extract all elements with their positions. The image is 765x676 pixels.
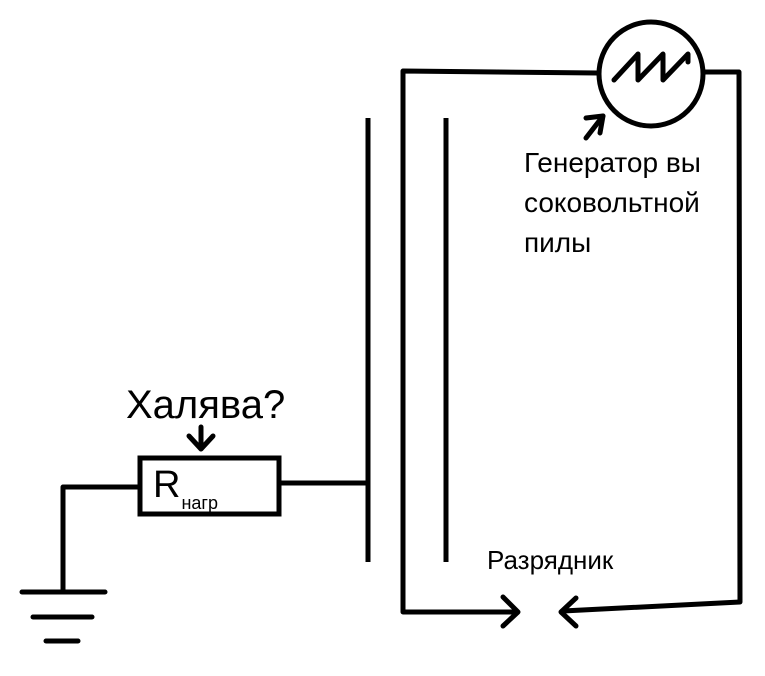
spark-gap-left-electrode bbox=[500, 594, 521, 629]
generator-arrow bbox=[583, 113, 606, 141]
generator-caption-line-1: Генератор вы bbox=[524, 147, 701, 178]
generator-caption: Генератор вы соковольтной пилы bbox=[524, 143, 701, 263]
generator-left-wire bbox=[400, 68, 601, 593]
sawtooth-icon bbox=[611, 51, 691, 83]
resistor-label: Rнагр bbox=[153, 466, 218, 512]
generator-caption-line-2: соковольтной bbox=[524, 187, 700, 218]
generator-circle bbox=[596, 19, 706, 129]
spark-gap-right-electrode bbox=[558, 595, 579, 629]
freebie-label: Халява? bbox=[126, 383, 286, 427]
ground-wire bbox=[60, 484, 143, 593]
sawtooth-generator bbox=[596, 19, 706, 129]
freebie-arrow bbox=[186, 424, 216, 452]
generator-caption-line-3: пилы bbox=[524, 227, 592, 258]
ground-symbol bbox=[19, 484, 143, 644]
resistor-label-subscript: нагр bbox=[181, 493, 218, 513]
generator-right-wire bbox=[560, 69, 743, 614]
load-resistor bbox=[137, 455, 282, 517]
spark-gap-label: Разрядник bbox=[487, 545, 614, 575]
resistor-label-main: R bbox=[153, 464, 181, 506]
spark-gap-left-wire bbox=[400, 587, 519, 615]
